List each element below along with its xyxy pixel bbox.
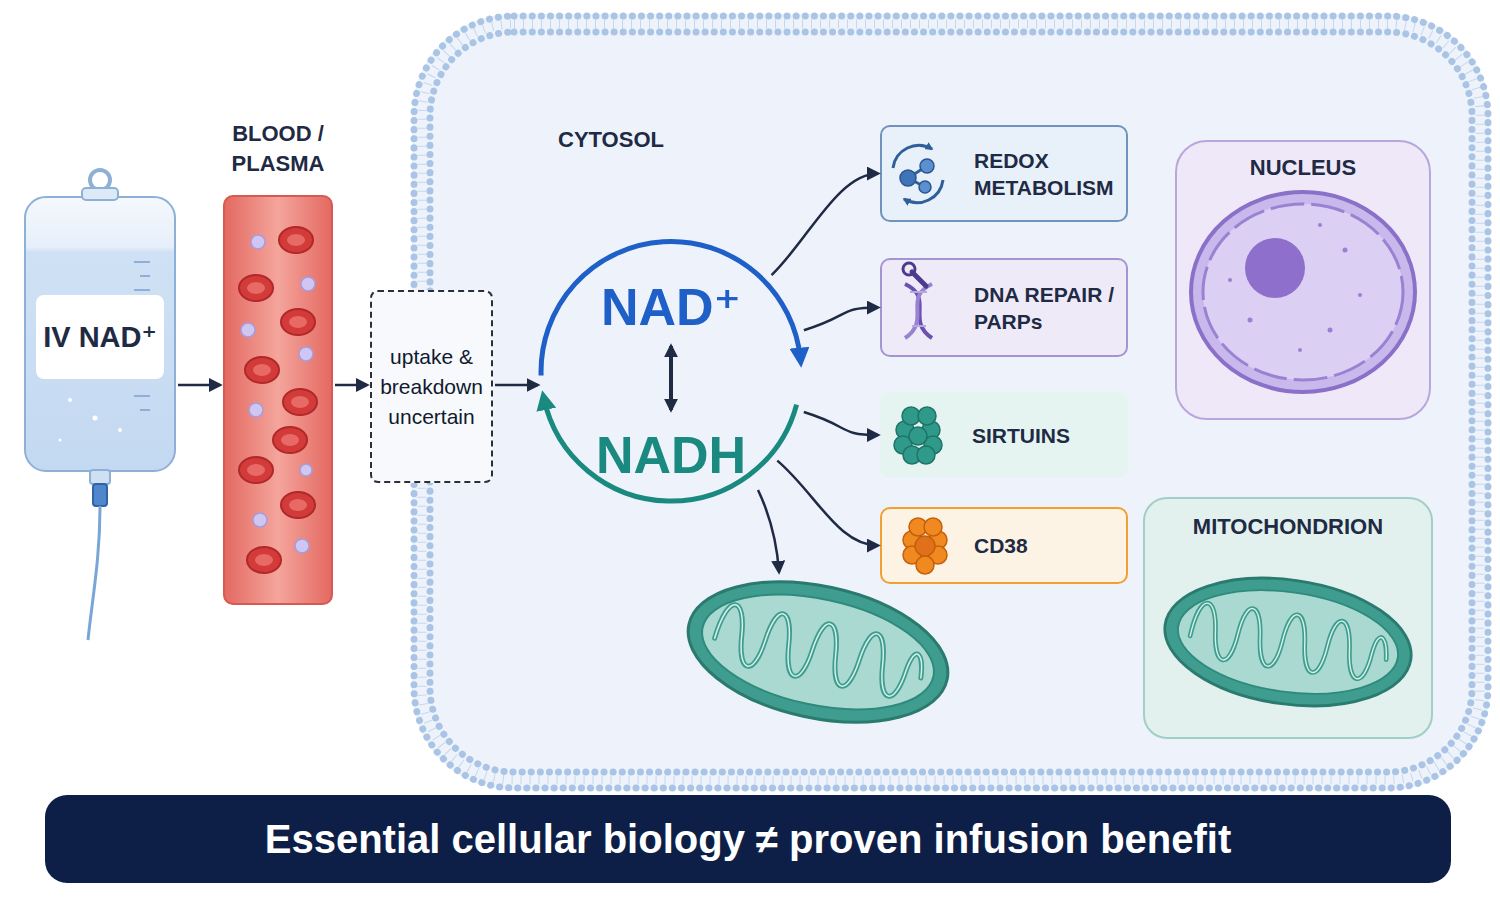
blood-vessel: BLOOD / PLASMA <box>223 195 333 605</box>
node-label: NUCLEUS <box>1177 154 1429 182</box>
process-box: REDOX METABOLISM <box>880 125 1128 222</box>
iv-bag-details <box>88 506 100 640</box>
flow-arrow <box>178 384 220 387</box>
node-label: SIRTUINS <box>972 392 1124 478</box>
node-label: NAD⁺ <box>540 276 802 338</box>
process-box: CD38 <box>880 507 1128 584</box>
flow-arrow <box>495 384 538 387</box>
organelle-box: MITOCHONDRION <box>1143 497 1433 739</box>
node-label: MITOCHONDRION <box>1145 513 1431 541</box>
flow-arrow <box>335 384 367 387</box>
node-label: uptake & breakdown uncertain <box>372 292 491 481</box>
nad-cycle: NAD⁺ NADH <box>540 240 802 502</box>
node-label: Essential cellular biology ≠ proven infu… <box>45 795 1451 883</box>
node-label: BLOOD / PLASMA <box>218 119 338 179</box>
iv-bag-details <box>90 470 110 484</box>
flow-arrow <box>777 461 878 546</box>
iv-bag: IV NAD⁺ <box>24 196 176 472</box>
node-label: IV NAD⁺ <box>36 295 164 379</box>
node-label: CYTOSOL <box>558 126 718 154</box>
process-box: SIRTUINS <box>880 392 1128 478</box>
node-label: DNA REPAIR / PARPs <box>974 260 1126 355</box>
uncertain-step-box: uptake & breakdown uncertain <box>370 290 493 483</box>
cell: CYTOSOL NAD⁺ NADH REDOX METABOLISM DNA REPAI… <box>412 14 1490 790</box>
flow-arrow <box>804 308 878 331</box>
iv-bag-details <box>90 170 110 190</box>
flow-arrow <box>772 174 878 276</box>
organelle-box: NUCLEUS <box>1175 140 1431 420</box>
flow-arrow <box>804 412 878 435</box>
conclusion-band: Essential cellular biology ≠ proven infu… <box>45 795 1451 883</box>
node-label: CD38 <box>974 509 1126 582</box>
iv-bag-details <box>93 484 107 506</box>
node-label: REDOX METABOLISM <box>974 127 1126 220</box>
process-box: DNA REPAIR / PARPs <box>880 258 1128 357</box>
node-sublabel: NADH <box>540 424 802 486</box>
